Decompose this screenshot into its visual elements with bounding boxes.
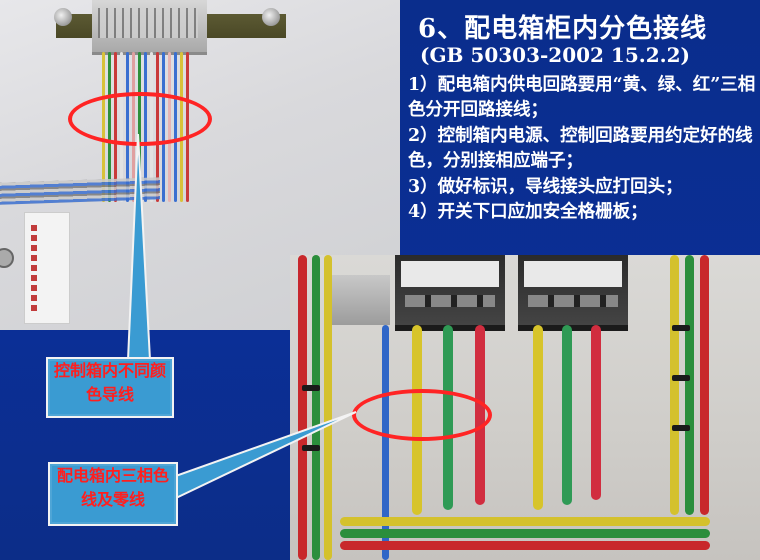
cable-tie <box>672 375 690 381</box>
knob-icon <box>0 248 14 268</box>
control-box-photo <box>0 0 400 330</box>
callout-pointer-top <box>126 133 152 361</box>
yellow-wire <box>533 325 543 510</box>
highlight-ellipse <box>68 92 212 146</box>
distribution-box-photo <box>290 255 760 560</box>
item-4: 4）开关下口应加安全格栅板； <box>408 202 648 222</box>
yellow-wire <box>670 255 679 515</box>
callout-pointer-bottom <box>168 411 357 500</box>
callout-control-box: 控制箱内不同颜色导线 <box>46 357 174 418</box>
cable-tie <box>672 325 690 331</box>
red-wire <box>591 325 601 500</box>
item-1: 1）配电箱内供电回路要用“黄、绿、红”三相色分开回路接线； <box>408 75 756 120</box>
wire-label-tag <box>24 212 70 324</box>
green-wire <box>685 255 694 515</box>
cable-tie <box>302 385 320 391</box>
bolt-icon <box>262 8 280 26</box>
yellow-wire <box>340 517 710 526</box>
circuit-breaker <box>395 255 505 331</box>
terminal-block <box>330 275 390 325</box>
green-wire <box>312 255 320 560</box>
cable-tie <box>302 445 320 451</box>
red-wire <box>298 255 307 560</box>
terminal-block <box>92 0 207 55</box>
highlight-ellipse <box>352 389 492 441</box>
green-wire <box>562 325 572 505</box>
bolt-icon <box>54 8 72 26</box>
circuit-breaker <box>518 255 628 331</box>
red-wire <box>340 541 710 550</box>
cable-tie <box>672 425 690 431</box>
yellow-wire <box>324 255 332 560</box>
standard-reference: (GB 50303-2002 15.2.2) <box>420 43 690 67</box>
text-panel: 6、配电箱柜内分色接线 (GB 50303-2002 15.2.2) 1）配电箱… <box>400 0 760 255</box>
slide-title: 6、配电箱柜内分色接线 <box>418 14 708 44</box>
blue-wire <box>382 325 389 560</box>
callout-distribution-box: 配电箱内三相色线及零线 <box>48 462 178 526</box>
red-wire <box>700 255 709 515</box>
item-2: 2）控制箱内电源、控制回路要用约定好的线色，分别接相应端子； <box>408 126 753 171</box>
item-3: 3）做好标识，导线接头应打回头； <box>408 177 683 197</box>
green-wire <box>340 529 710 538</box>
